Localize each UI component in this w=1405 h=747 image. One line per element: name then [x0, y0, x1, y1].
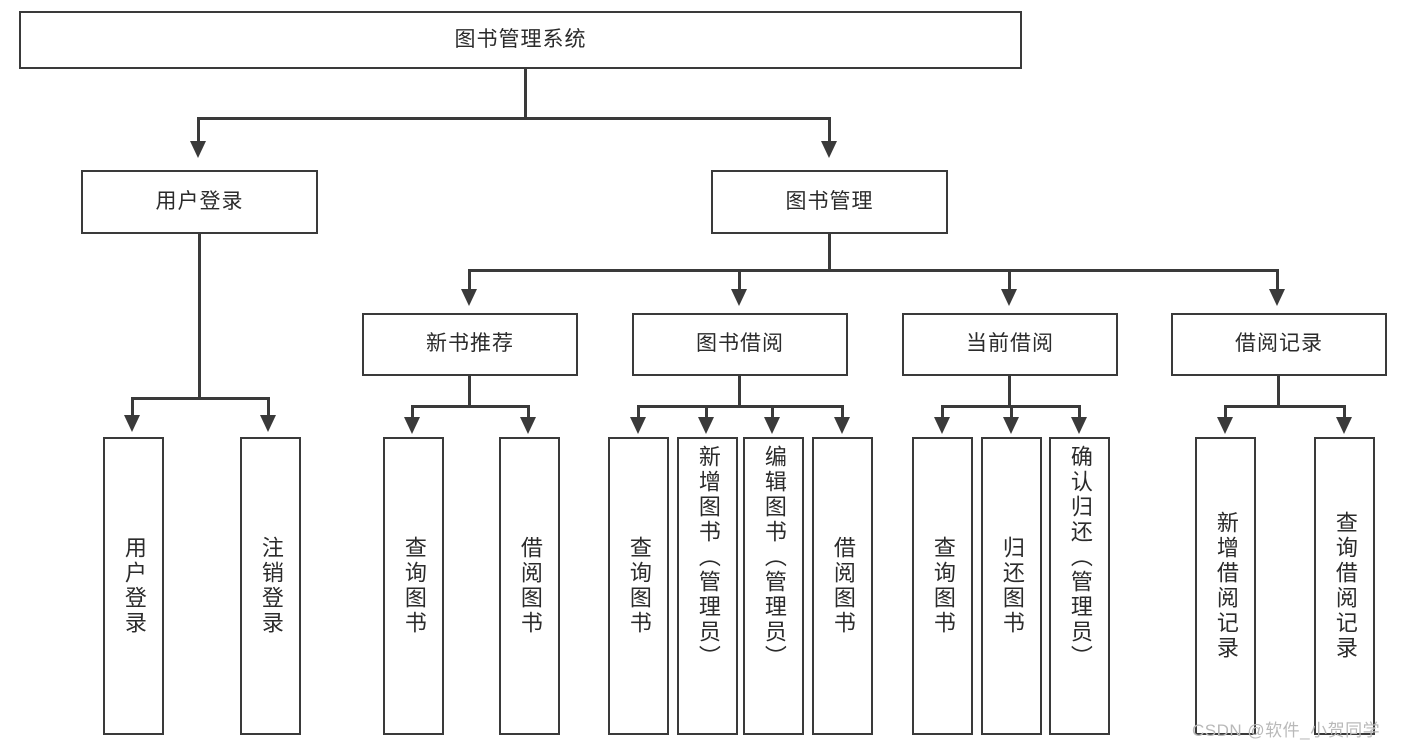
connector-borrow-stem — [738, 376, 741, 408]
connector-borrow-drop-1 — [637, 405, 640, 419]
csdn-watermark: CSDN @软件_小贺同学 — [1192, 721, 1381, 740]
leaf-query-borrow-record[interactable]: 查询借阅记录 — [1314, 437, 1375, 735]
connector-level3-drop-2 — [738, 269, 741, 291]
connector-user-login-drop-1 — [131, 397, 134, 417]
connector-current-stem — [1008, 376, 1011, 408]
leaf-confirm-return-admin[interactable]: 确认归还（管理员） — [1049, 437, 1110, 735]
connector-borrow-drop-4 — [841, 405, 844, 419]
node-borrow-record[interactable]: 借阅记录 — [1171, 313, 1387, 376]
leaf-label: 确认归还（管理员） — [1067, 445, 1093, 670]
connector-level2-bar — [197, 117, 831, 120]
leaf-label: 归还图书 — [999, 536, 1025, 636]
node-label: 借阅记录 — [1235, 332, 1323, 356]
arrowhead-record-leaf-1 — [1217, 417, 1233, 434]
connector-current-drop-1 — [941, 405, 944, 419]
connector-borrow-drop-3 — [771, 405, 774, 419]
connector-recommend-stem — [468, 376, 471, 408]
node-book-borrow[interactable]: 图书借阅 — [632, 313, 848, 376]
leaf-user-logout[interactable]: 注销登录 — [240, 437, 301, 735]
node-label: 图书借阅 — [696, 332, 784, 356]
leaf-add-borrow-record[interactable]: 新增借阅记录 — [1195, 437, 1256, 735]
arrowhead-borrow-leaf-3 — [764, 417, 780, 434]
leaf-label: 注销登录 — [258, 536, 284, 636]
connector-record-drop-2 — [1343, 405, 1346, 419]
arrowhead-level2-1 — [190, 141, 206, 158]
leaf-query-book-current[interactable]: 查询图书 — [912, 437, 973, 735]
arrowhead-user-login-leaf-1 — [124, 415, 140, 432]
arrowhead-current-leaf-1 — [934, 417, 950, 434]
connector-level3-drop-3 — [1008, 269, 1011, 291]
arrowhead-borrow-leaf-4 — [834, 417, 850, 434]
connector-user-login-drop-2 — [267, 397, 270, 417]
arrowhead-level3-1 — [461, 289, 477, 306]
node-root-system[interactable]: 图书管理系统 — [19, 11, 1022, 69]
connector-record-stem — [1277, 376, 1280, 408]
arrowhead-current-leaf-3 — [1071, 417, 1087, 434]
connector-level3-bar — [468, 269, 1279, 272]
leaf-borrow-book[interactable]: 借阅图书 — [812, 437, 873, 735]
connector-borrow-drop-2 — [705, 405, 708, 419]
connector-level3-drop-4 — [1276, 269, 1279, 291]
connector-borrow-bar — [637, 405, 844, 408]
arrowhead-current-leaf-2 — [1003, 417, 1019, 434]
leaf-label: 查询图书 — [401, 536, 427, 636]
leaf-label: 新增借阅记录 — [1213, 511, 1239, 661]
connector-root-stem — [524, 69, 527, 118]
leaf-edit-book-admin[interactable]: 编辑图书（管理员） — [743, 437, 804, 735]
arrowhead-level3-2 — [731, 289, 747, 306]
connector-recommend-drop-2 — [527, 405, 530, 419]
connector-record-bar — [1224, 405, 1346, 408]
connector-recommend-drop-1 — [411, 405, 414, 419]
leaf-label: 用户登录 — [121, 536, 147, 636]
arrowhead-level2-2 — [821, 141, 837, 158]
leaf-label: 新增图书（管理员） — [695, 445, 721, 670]
node-new-book-recommend[interactable]: 新书推荐 — [362, 313, 578, 376]
leaf-query-book-recommend[interactable]: 查询图书 — [383, 437, 444, 735]
connector-record-drop-1 — [1224, 405, 1227, 419]
leaf-add-book-admin[interactable]: 新增图书（管理员） — [677, 437, 738, 735]
node-label: 当前借阅 — [966, 332, 1054, 356]
node-label: 图书管理系统 — [454, 27, 587, 51]
connector-current-drop-2 — [1010, 405, 1013, 419]
connector-current-drop-3 — [1078, 405, 1081, 419]
connector-level2-drop-1 — [197, 117, 200, 143]
leaf-label: 编辑图书（管理员） — [761, 445, 787, 670]
leaf-user-login[interactable]: 用户登录 — [103, 437, 164, 735]
node-user-login[interactable]: 用户登录 — [81, 170, 318, 234]
leaf-label: 借阅图书 — [517, 536, 543, 636]
connector-recommend-bar — [411, 405, 530, 408]
connector-user-login-stem — [198, 234, 201, 400]
arrowhead-level3-3 — [1001, 289, 1017, 306]
leaf-borrow-book-recommend[interactable]: 借阅图书 — [499, 437, 560, 735]
arrowhead-recommend-leaf-2 — [520, 417, 536, 434]
leaf-label: 查询借阅记录 — [1332, 511, 1358, 661]
connector-user-login-bar — [131, 397, 270, 400]
arrowhead-record-leaf-2 — [1336, 417, 1352, 434]
leaf-query-book-borrow[interactable]: 查询图书 — [608, 437, 669, 735]
arrowhead-user-login-leaf-2 — [260, 415, 276, 432]
arrowhead-borrow-leaf-2 — [698, 417, 714, 434]
connector-level3-drop-1 — [468, 269, 471, 291]
node-label: 图书管理 — [785, 189, 874, 213]
leaf-label: 借阅图书 — [830, 536, 856, 636]
arrowhead-level3-4 — [1269, 289, 1285, 306]
connector-level2-drop-2 — [828, 117, 831, 143]
node-label: 新书推荐 — [426, 332, 514, 356]
leaf-label: 查询图书 — [626, 536, 652, 636]
leaf-label: 查询图书 — [930, 536, 956, 636]
arrowhead-borrow-leaf-1 — [630, 417, 646, 434]
node-book-management[interactable]: 图书管理 — [711, 170, 948, 234]
arrowhead-recommend-leaf-1 — [404, 417, 420, 434]
node-label: 用户登录 — [155, 189, 244, 213]
node-current-borrow[interactable]: 当前借阅 — [902, 313, 1118, 376]
connector-book-management-stem — [828, 234, 831, 272]
leaf-return-book[interactable]: 归还图书 — [981, 437, 1042, 735]
